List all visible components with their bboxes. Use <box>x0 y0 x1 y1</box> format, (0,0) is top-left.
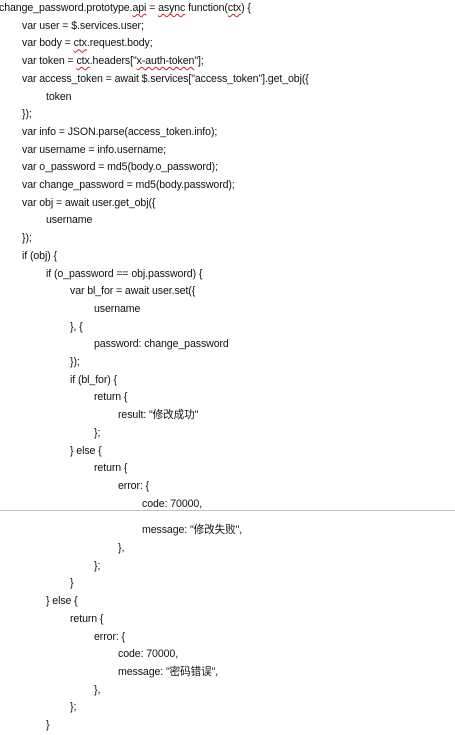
code-line: username <box>94 301 140 319</box>
code-line: }; <box>94 558 100 576</box>
code-line: password: change_password <box>94 336 229 354</box>
code-text: username <box>94 302 141 315</box>
code-line: }; <box>70 699 76 717</box>
code-text: change_password.prototype. <box>0 2 133 14</box>
code-text: var change_password = md5(body.password)… <box>22 179 235 191</box>
code-text: return { <box>94 391 128 404</box>
code-line: if (obj) { <box>22 248 57 266</box>
code-line: }, <box>118 540 124 558</box>
code-text: }; <box>70 701 77 714</box>
code-text: }, { <box>70 320 83 333</box>
code-text: return { <box>94 462 128 475</box>
misspelled-word: ctx <box>73 37 87 50</box>
code-line: } <box>70 575 74 593</box>
code-line: result: "修改成功" <box>118 407 198 425</box>
code-text: var token = <box>22 55 77 68</box>
code-line: var token = ctx.headers["x-auth-token"]; <box>22 53 204 71</box>
code-line: var username = info.username; <box>22 142 166 160</box>
code-text: }); <box>22 108 32 121</box>
code-line: }, { <box>70 319 83 337</box>
code-line: var obj = await user.get_obj({ <box>22 195 155 213</box>
code-text: "]; <box>194 55 204 68</box>
code-line: token <box>46 89 72 107</box>
misspelled-word: x-auth-token <box>136 55 195 68</box>
code-text: if (o_password == obj.password) { <box>46 267 203 280</box>
code-text: } <box>46 719 50 731</box>
code-text: if (obj) { <box>22 249 57 262</box>
code-text: error: { <box>94 630 125 643</box>
code-text: var bl_for = await user.set({ <box>70 285 196 298</box>
misspelled-word: ctx <box>76 55 90 68</box>
code-line: error: { <box>94 629 125 647</box>
code-text: message: "修改失败", <box>142 524 243 537</box>
misspelled-word: ctx <box>227 2 242 14</box>
code-text: return { <box>70 612 104 625</box>
code-line: var access_token = await $.services["acc… <box>22 71 309 89</box>
code-text: var access_token = await $.services["acc… <box>22 72 309 85</box>
code-line: if (o_password == obj.password) { <box>46 266 202 284</box>
code-line: }); <box>22 230 32 248</box>
code-text: }; <box>94 426 101 439</box>
code-line: code: 70000, <box>118 646 178 664</box>
code-line: }); <box>22 106 32 124</box>
code-text: }); <box>22 232 32 245</box>
code-text: token <box>46 90 72 103</box>
code-text: var o_password = md5(body.o_password); <box>22 161 218 174</box>
code-text: }); <box>70 356 80 368</box>
code-text: password: change_password <box>94 338 229 351</box>
code-text: } else { <box>70 444 102 457</box>
code-line: code: 70000, <box>142 496 202 514</box>
code-text: var user = $.services.user; <box>22 19 144 32</box>
code-line: var body = ctx.request.body; <box>22 35 153 53</box>
page-break-divider <box>0 510 455 511</box>
misspelled-word: async <box>158 2 186 14</box>
code-text: .headers[" <box>89 55 137 68</box>
code-line: var bl_for = await user.set({ <box>70 283 195 301</box>
misspelled-word: api <box>132 2 147 14</box>
code-text: function( <box>185 2 228 14</box>
code-text: .request.body; <box>86 37 153 50</box>
code-line: var user = $.services.user; <box>22 18 144 36</box>
code-line: var o_password = md5(body.o_password); <box>22 159 218 177</box>
code-line: error: { <box>118 478 149 496</box>
code-line: } else { <box>70 443 102 461</box>
code-line: return { <box>94 389 127 407</box>
code-line: message: "修改失败", <box>142 522 242 540</box>
code-line: return { <box>70 611 103 629</box>
code-text: }, <box>118 542 125 554</box>
code-text: error: { <box>118 479 149 492</box>
code-line: message: "密码错误", <box>118 664 218 682</box>
code-text: var username = info.username; <box>22 143 167 156</box>
code-text: code: 70000, <box>142 497 203 510</box>
code-text: }, <box>94 683 101 696</box>
code-text: var info = JSON.parse(access_token.info)… <box>22 125 218 138</box>
code-text: = <box>146 2 159 14</box>
code-line: }; <box>94 425 100 443</box>
code-line: } <box>46 717 50 735</box>
code-line: var change_password = md5(body.password)… <box>22 177 235 195</box>
code-line: } else { <box>46 593 78 611</box>
code-text: var body = <box>22 37 74 50</box>
code-text: } else { <box>46 595 78 608</box>
code-line: }, <box>94 682 100 700</box>
code-line: if (bl_for) { <box>70 372 117 390</box>
code-text: }; <box>94 559 101 572</box>
code-text: if (bl_for) { <box>70 373 117 386</box>
code-line: username <box>46 212 92 230</box>
code-line: change_password.prototype.api = async fu… <box>0 0 251 18</box>
code-line: var info = JSON.parse(access_token.info)… <box>22 124 217 142</box>
code-text: result: "修改成功" <box>118 409 199 422</box>
code-line: }); <box>70 354 80 372</box>
code-text: code: 70000, <box>118 648 179 661</box>
code-text: message: "密码错误", <box>118 665 219 678</box>
code-text: username <box>46 214 93 227</box>
code-text: } <box>70 577 74 590</box>
code-text: var obj = await user.get_obj({ <box>22 196 156 209</box>
code-text: ) { <box>241 2 251 14</box>
code-line: return { <box>94 460 127 478</box>
